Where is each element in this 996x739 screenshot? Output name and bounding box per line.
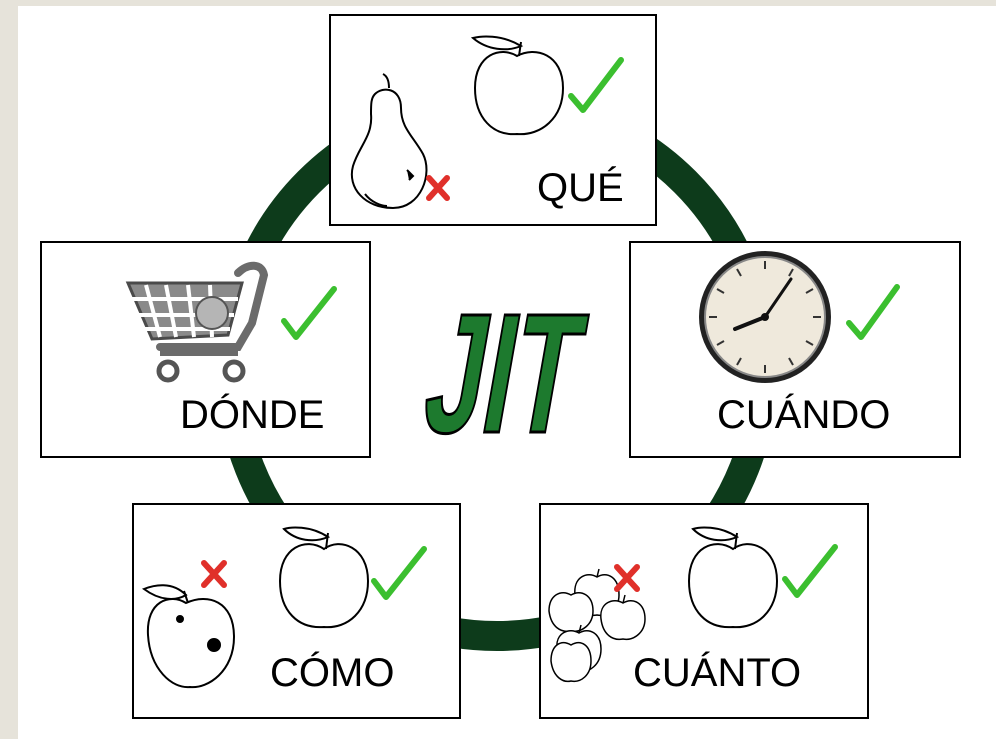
jit-text: JIT [413, 279, 596, 460]
cross-icon-pear [426, 175, 450, 201]
box-cuando: CUÁNDO [629, 241, 961, 458]
label-cuando: CUÁNDO [717, 393, 891, 437]
apple-icon [470, 35, 565, 136]
clock-icon [699, 251, 831, 383]
box-cuanto: CUÁNTO [539, 503, 869, 719]
label-donde: DÓNDE [180, 393, 325, 437]
cuando-illustration [699, 251, 900, 383]
label-como: CÓMO [270, 651, 395, 695]
label-que: QUÉ [537, 166, 624, 210]
box-donde: DÓNDE [40, 241, 371, 458]
apple-icon-como [278, 526, 370, 629]
shopping-cart-icon [125, 261, 269, 383]
apple-icon-cuanto [687, 526, 779, 629]
box-como: CÓMO [132, 503, 461, 719]
check-icon-donde [281, 286, 337, 340]
label-cuanto: CUÁNTO [633, 651, 802, 695]
check-icon-cuanto [782, 544, 838, 598]
left-border [0, 0, 18, 739]
jit-title: JIT [411, 278, 597, 460]
top-border [0, 0, 996, 6]
que-illustration [350, 35, 624, 210]
como-illustration [141, 526, 427, 689]
box-que: QUÉ [329, 14, 657, 226]
cross-icon-como [201, 560, 227, 588]
apple-cluster-icon [548, 568, 646, 683]
check-icon-cuando [846, 284, 900, 340]
pear-icon [350, 73, 428, 210]
check-icon-como [371, 546, 427, 600]
cuanto-illustration [548, 526, 838, 683]
donde-illustration [125, 261, 337, 383]
check-icon-que [568, 57, 624, 113]
cross-icon-cuanto [614, 564, 640, 592]
bruised-apple-icon [141, 584, 236, 689]
